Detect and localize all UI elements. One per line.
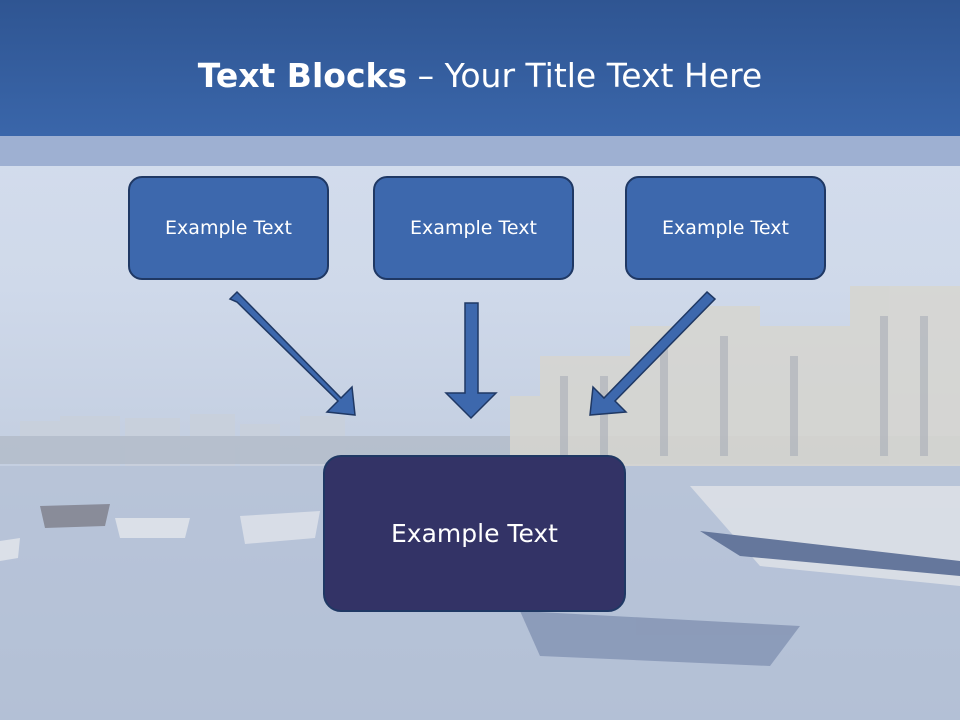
title-bold: Text Blocks xyxy=(197,56,408,95)
text-box-center-label: Example Text xyxy=(410,217,537,239)
arrow-center xyxy=(444,302,498,420)
arrow-left xyxy=(228,290,356,416)
text-box-right[interactable]: Example Text xyxy=(625,176,826,280)
slide-title: Text Blocks – Your Title Text Here xyxy=(0,52,960,100)
text-box-left[interactable]: Example Text xyxy=(128,176,329,280)
text-box-right-label: Example Text xyxy=(662,217,789,239)
arrow-right xyxy=(589,290,717,416)
text-box-main-label: Example Text xyxy=(391,519,558,548)
title-dash: – xyxy=(407,56,445,95)
title-bar xyxy=(0,0,960,136)
text-box-left-label: Example Text xyxy=(165,217,292,239)
text-box-main[interactable]: Example Text xyxy=(323,455,626,612)
header-band xyxy=(0,136,960,166)
text-box-center[interactable]: Example Text xyxy=(373,176,574,280)
title-rest: Your Title Text Here xyxy=(444,56,763,95)
